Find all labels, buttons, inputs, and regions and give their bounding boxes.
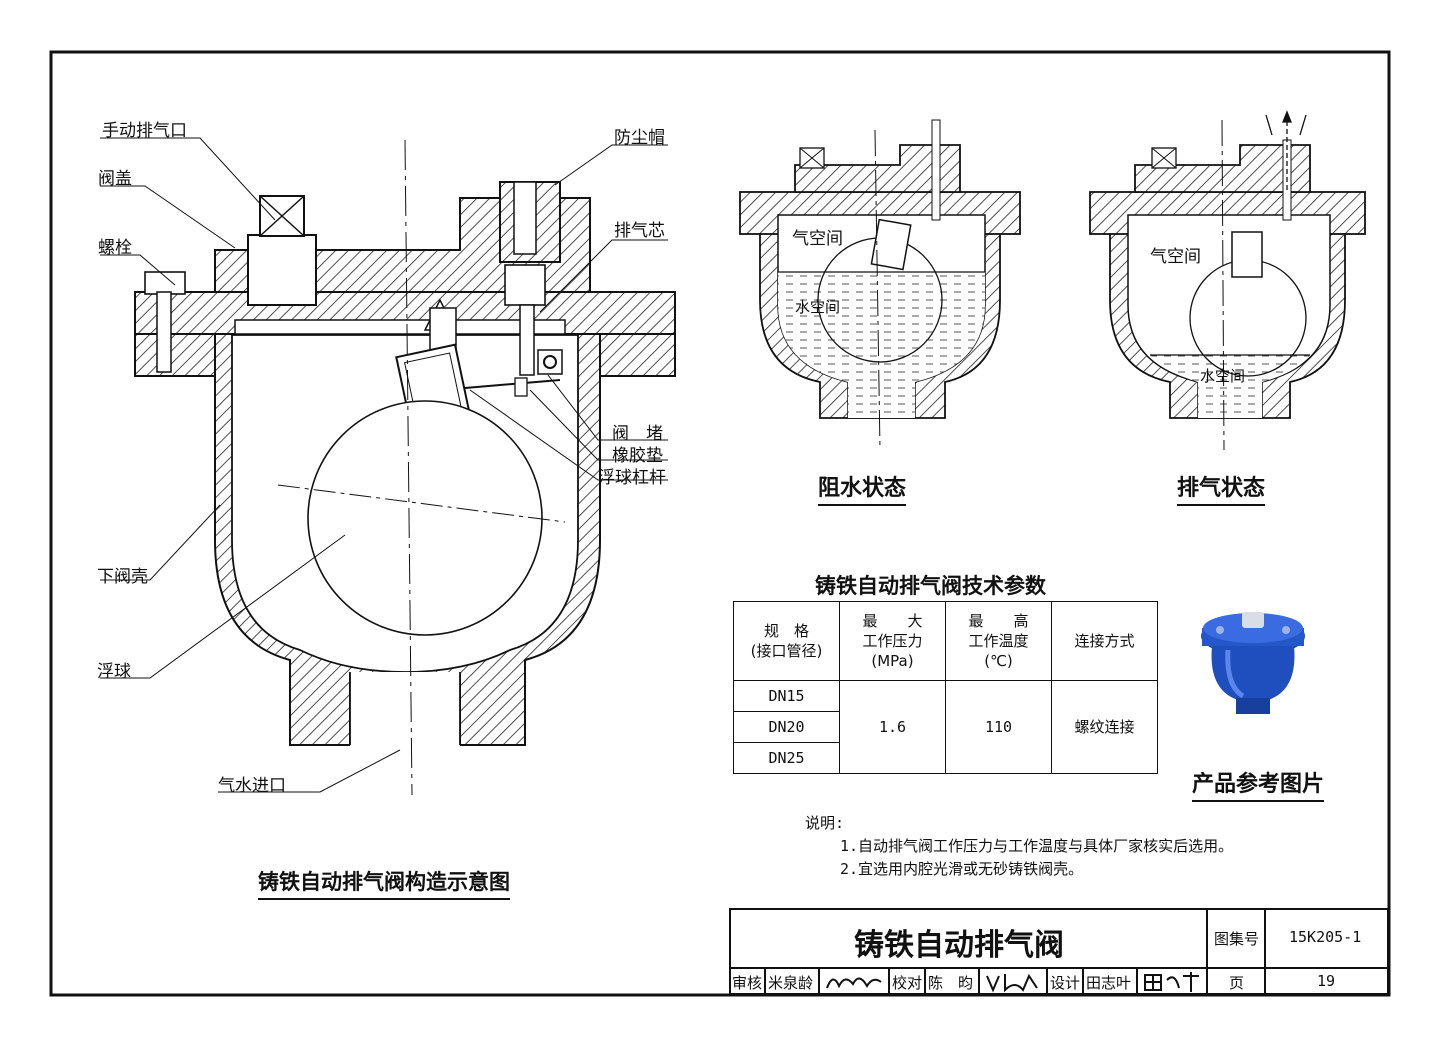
vent-water-space-label: 水空间 [1200,367,1246,385]
atlas-label: 图集号 [1214,930,1260,948]
label-lower-shell: 下阀壳 [97,567,148,587]
page-number: 19 [1317,972,1336,990]
design-label: 设计 [1050,974,1081,992]
label-inlet: 气水进口 [218,776,286,796]
label-bolt: 螺栓 [98,238,132,258]
review-label: 审核 [732,974,763,992]
water-block-state-diagram [739,119,1021,451]
notes-heading: 说明: [805,814,845,832]
designer-name: 田志叶 [1086,974,1132,992]
label-float-ball: 浮球 [97,662,131,682]
header-spec: 规 格 (接口管径) [733,601,840,681]
note-item: 2.宜选用内腔光滑或无砂铸铁阀壳。 [840,860,1084,878]
block-state-caption: 阻水状态 [818,470,907,506]
label-float-lever: 浮球杠杆 [598,468,666,488]
block-water-space-label: 水空间 [795,298,841,316]
pressure-value: 1.6 [839,680,946,774]
vent-state-caption: 排气状态 [1177,470,1266,506]
temperature-value: 110 [945,680,1052,774]
drawing-title: 铸铁自动排气阀 [854,928,1064,963]
note-item: 1.自动排气阀工作压力与工作温度与具体厂家核实后选用。 [840,837,1234,855]
checker-signature [986,973,1038,993]
label-valve-cover: 阀盖 [98,169,132,189]
valve-section-diagram [100,137,676,796]
header-pressure: 最 大 工作压力 (MPa) [839,601,946,681]
block-air-space-label: 气空间 [792,229,843,249]
main-diagram-caption: 铸铁自动排气阀构造示意图 [258,866,510,900]
check-label: 校对 [892,974,923,992]
checker-name: 陈 昀 [928,974,974,992]
table-row-spec: DN15 [733,680,840,712]
header-connection: 连接方式 [1051,601,1158,681]
connection-value: 螺纹连接 [1051,680,1158,774]
label-manual-vent: 手动排气口 [102,121,187,141]
title-block: 铸铁自动排气阀 图集号 15K205-1 页 19 审核 米泉龄 校对 陈 昀 … [729,908,1389,995]
product-photo [1201,612,1305,714]
label-rubber-gasket: 橡胶垫 [612,446,663,466]
table-row-spec: DN25 [733,742,840,774]
page-label: 页 [1229,974,1245,992]
vent-air-space-label: 气空间 [1150,247,1201,267]
reviewer-signature [826,977,882,989]
designer-signature [1144,972,1199,992]
label-vent-core: 排气芯 [614,221,665,241]
label-dust-cap: 防尘帽 [614,128,665,148]
param-table-title: 铸铁自动排气阀技术参数 [815,574,1046,598]
photo-caption: 产品参考图片 [1192,766,1325,802]
label-valve-plug: 阀 堵 [612,424,663,444]
reviewer-name: 米泉龄 [768,974,814,992]
header-temperature: 最 高 工作温度 (℃) [945,601,1052,681]
atlas-number: 15K205-1 [1289,928,1362,946]
table-row-spec: DN20 [733,711,840,743]
param-table: 规 格 (接口管径) 最 大 工作压力 (MPa) 最 高 工作温度 (℃) 连… [733,601,1158,774]
venting-state-diagram [1089,110,1366,451]
